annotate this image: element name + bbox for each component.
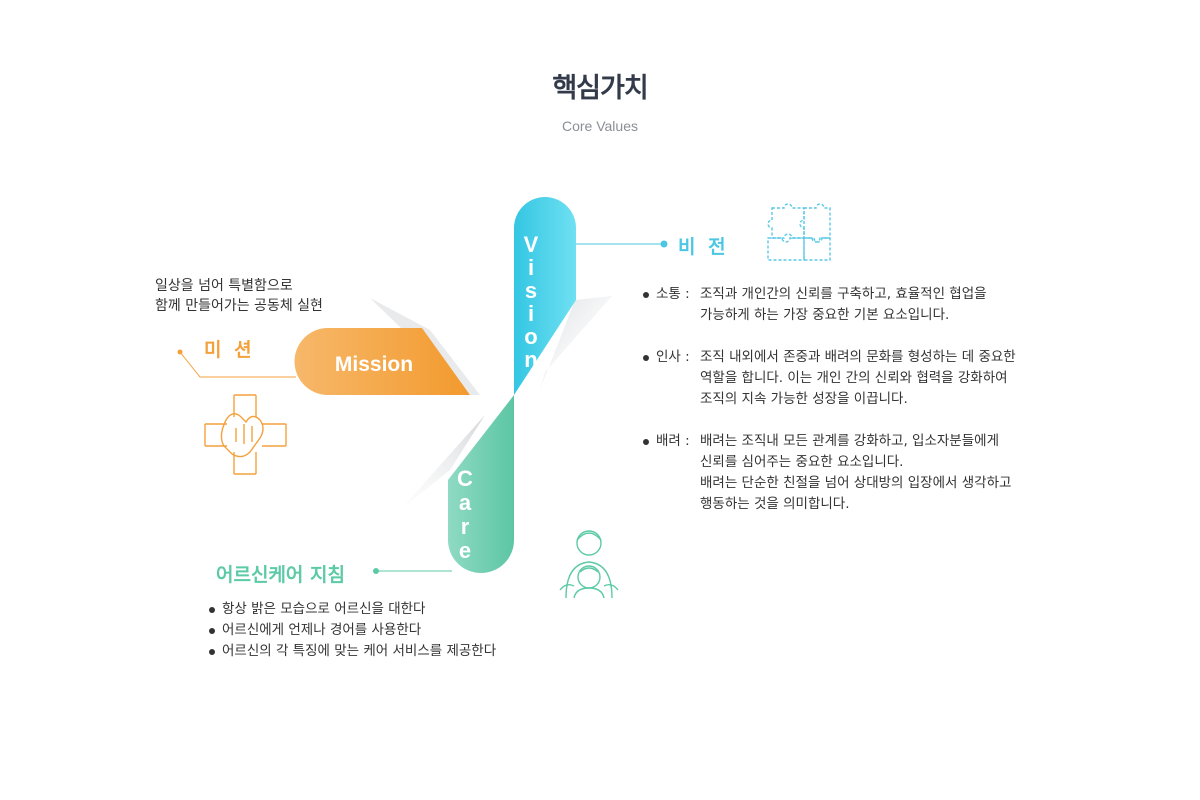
page-subtitle: Core Values — [561, 118, 638, 134]
care-heading: 어르신케어 지침 — [216, 564, 345, 586]
care-connector — [373, 568, 452, 574]
vision-item-line: 신뢰를 심어주는 중요한 요소입니다. — [700, 454, 904, 470]
vision-item-line: 행동하는 것을 의미합니다. — [700, 496, 850, 512]
vision-letters: V i s i o n — [524, 232, 539, 372]
mission-connector — [177, 349, 296, 378]
mission-heading: 미 션 — [204, 339, 255, 361]
caregiver-elder-icon — [559, 530, 619, 599]
bullet-icon — [640, 431, 656, 515]
vision-item: 소통 : 조직과 개인간의 신뢰를 구축하고, 효율적인 협업을 가능하게 하는… — [640, 284, 1100, 326]
vision-item-key: 소통 : — [656, 286, 690, 302]
vision-letter: s — [525, 278, 537, 303]
care-item: 어르신에게 언제나 경어를 사용한다 — [206, 620, 496, 641]
vision-item-line: 가능하게 하는 가장 중요한 기본 요소입니다. — [700, 307, 950, 323]
vision-item-line: 배려는 조직내 모든 관계를 강화하고, 입소자분들에게 — [700, 433, 999, 449]
care-letter: C — [457, 466, 473, 491]
puzzle-icon — [767, 203, 831, 261]
care-item-text: 어르신의 각 특징에 맞는 케어 서비스를 제공한다 — [222, 643, 497, 659]
care-item: 어르신의 각 특징에 맞는 케어 서비스를 제공한다 — [206, 641, 496, 662]
vision-letter: V — [524, 232, 539, 257]
bullet-icon — [206, 641, 222, 662]
care-letters: C a r e — [457, 466, 473, 563]
vision-item-line: 조직의 지속 가능한 성장을 이끕니다. — [700, 391, 908, 407]
mission-description: 일상을 넘어 특별함으로 함께 만들어가는 공동체 실현 — [155, 276, 323, 316]
bullet-icon — [640, 347, 656, 410]
bullet-icon — [206, 599, 222, 620]
bullet-icon — [206, 620, 222, 641]
care-item: 항상 밝은 모습으로 어르신을 대한다 — [206, 599, 496, 620]
care-letter: r — [461, 514, 470, 539]
vision-item-line: 조직과 개인간의 신뢰를 구축하고, 효율적인 협업을 — [700, 286, 987, 302]
vision-list: 소통 : 조직과 개인간의 신뢰를 구축하고, 효율적인 협업을 가능하게 하는… — [640, 284, 1100, 536]
care-letter: a — [459, 490, 472, 515]
care-guideline-list: 항상 밝은 모습으로 어르신을 대한다 어르신에게 언제나 경어를 사용한다 어… — [206, 599, 496, 662]
vision-bar — [514, 197, 576, 395]
vision-item: 인사 : 조직 내외에서 존중과 배려의 문화를 형성하는 데 중요한 역할을 … — [640, 347, 1100, 410]
care-letter: e — [459, 538, 471, 563]
vision-item-body: 조직 내외에서 존중과 배려의 문화를 형성하는 데 중요한 역할을 합니다. … — [700, 347, 1100, 410]
vision-item-body: 배려는 조직내 모든 관계를 강화하고, 입소자분들에게 신뢰를 심어주는 중요… — [700, 431, 1100, 515]
joined-hands-icon — [204, 394, 287, 475]
vision-item-line: 역할을 합니다. 이는 개인 간의 신뢰와 협력을 강화하여 — [700, 370, 1008, 386]
vision-letter: n — [524, 347, 537, 372]
vision-letter: i — [528, 255, 534, 280]
vision-item-line: 배려는 단순한 친절을 넘어 상대방의 입장에서 생각하고 — [700, 475, 1012, 491]
care-bar — [448, 395, 514, 573]
vision-item-key: 인사 : — [656, 349, 690, 365]
mission-desc-line: 함께 만들어가는 공동체 실현 — [155, 298, 323, 314]
vision-letter: o — [524, 324, 537, 349]
mission-desc-line: 일상을 넘어 특별함으로 — [155, 278, 293, 294]
vision-item-body: 조직과 개인간의 신뢰를 구축하고, 효율적인 협업을 가능하게 하는 가장 중… — [700, 284, 1100, 326]
mission-word: Mission — [335, 353, 413, 376]
care-item-text: 항상 밝은 모습으로 어르신을 대한다 — [222, 601, 426, 617]
mission-tab — [294, 328, 470, 395]
page-title: 핵심가치 — [552, 73, 648, 104]
vision-item-key: 배려 : — [656, 433, 690, 449]
vision-heading: 비 전 — [678, 236, 729, 258]
vision-item-line: 조직 내외에서 존중과 배려의 문화를 형성하는 데 중요한 — [700, 349, 1016, 365]
vision-letter: i — [528, 301, 534, 326]
vision-connector — [576, 240, 668, 248]
vision-shadow — [540, 296, 612, 390]
vision-item: 배려 : 배려는 조직내 모든 관계를 강화하고, 입소자분들에게 신뢰를 심어… — [640, 431, 1100, 515]
care-item-text: 어르신에게 언제나 경어를 사용한다 — [222, 622, 422, 638]
bullet-icon — [640, 284, 656, 326]
